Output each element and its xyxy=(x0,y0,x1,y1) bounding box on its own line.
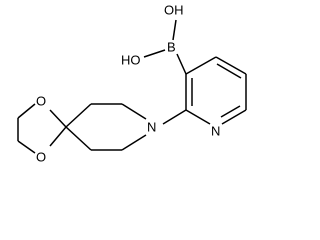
bond-b-oh-left xyxy=(143,49,166,58)
chemical-structure-diagram: OH HO B N N O O xyxy=(17,3,247,165)
bond-n1-c2 xyxy=(185,109,211,125)
bond-o-bottom-spiro xyxy=(49,126,67,147)
label-pyridine-n: N xyxy=(211,124,220,139)
bond-c2-piperidine-n xyxy=(162,109,187,125)
bond-c6-n1 xyxy=(221,109,247,125)
label-dioxolane-o-bottom: O xyxy=(36,150,46,165)
bond-ch2-o-bottom xyxy=(17,140,36,154)
label-boron: B xyxy=(167,40,176,55)
bond-c6-n1-inner xyxy=(220,105,241,118)
bond-n-c-lower-right xyxy=(121,134,147,151)
dioxolane-ring xyxy=(17,103,67,154)
bond-b-oh-top xyxy=(172,19,177,41)
bond-n-c-upper-right xyxy=(121,103,147,120)
label-piperidine-n: N xyxy=(147,120,156,135)
bond-b-c3 xyxy=(176,53,187,75)
bond-c4-c5-inner xyxy=(216,63,242,79)
bond-c-upper-left xyxy=(65,103,92,128)
label-oh-left: HO xyxy=(121,53,141,68)
bond-c3-c4 xyxy=(185,56,217,75)
bond-spiro-o-top xyxy=(49,109,67,128)
label-dioxolane-o-top: O xyxy=(36,94,46,109)
label-oh-top: OH xyxy=(164,3,184,18)
bond-c-lower-left xyxy=(65,126,92,151)
boronic-acid-group xyxy=(143,19,187,75)
piperidine-ring xyxy=(65,103,147,151)
bond-o-top-ch2 xyxy=(17,103,36,119)
pyridine-ring xyxy=(185,56,247,125)
bond-c4-c5 xyxy=(215,56,247,75)
